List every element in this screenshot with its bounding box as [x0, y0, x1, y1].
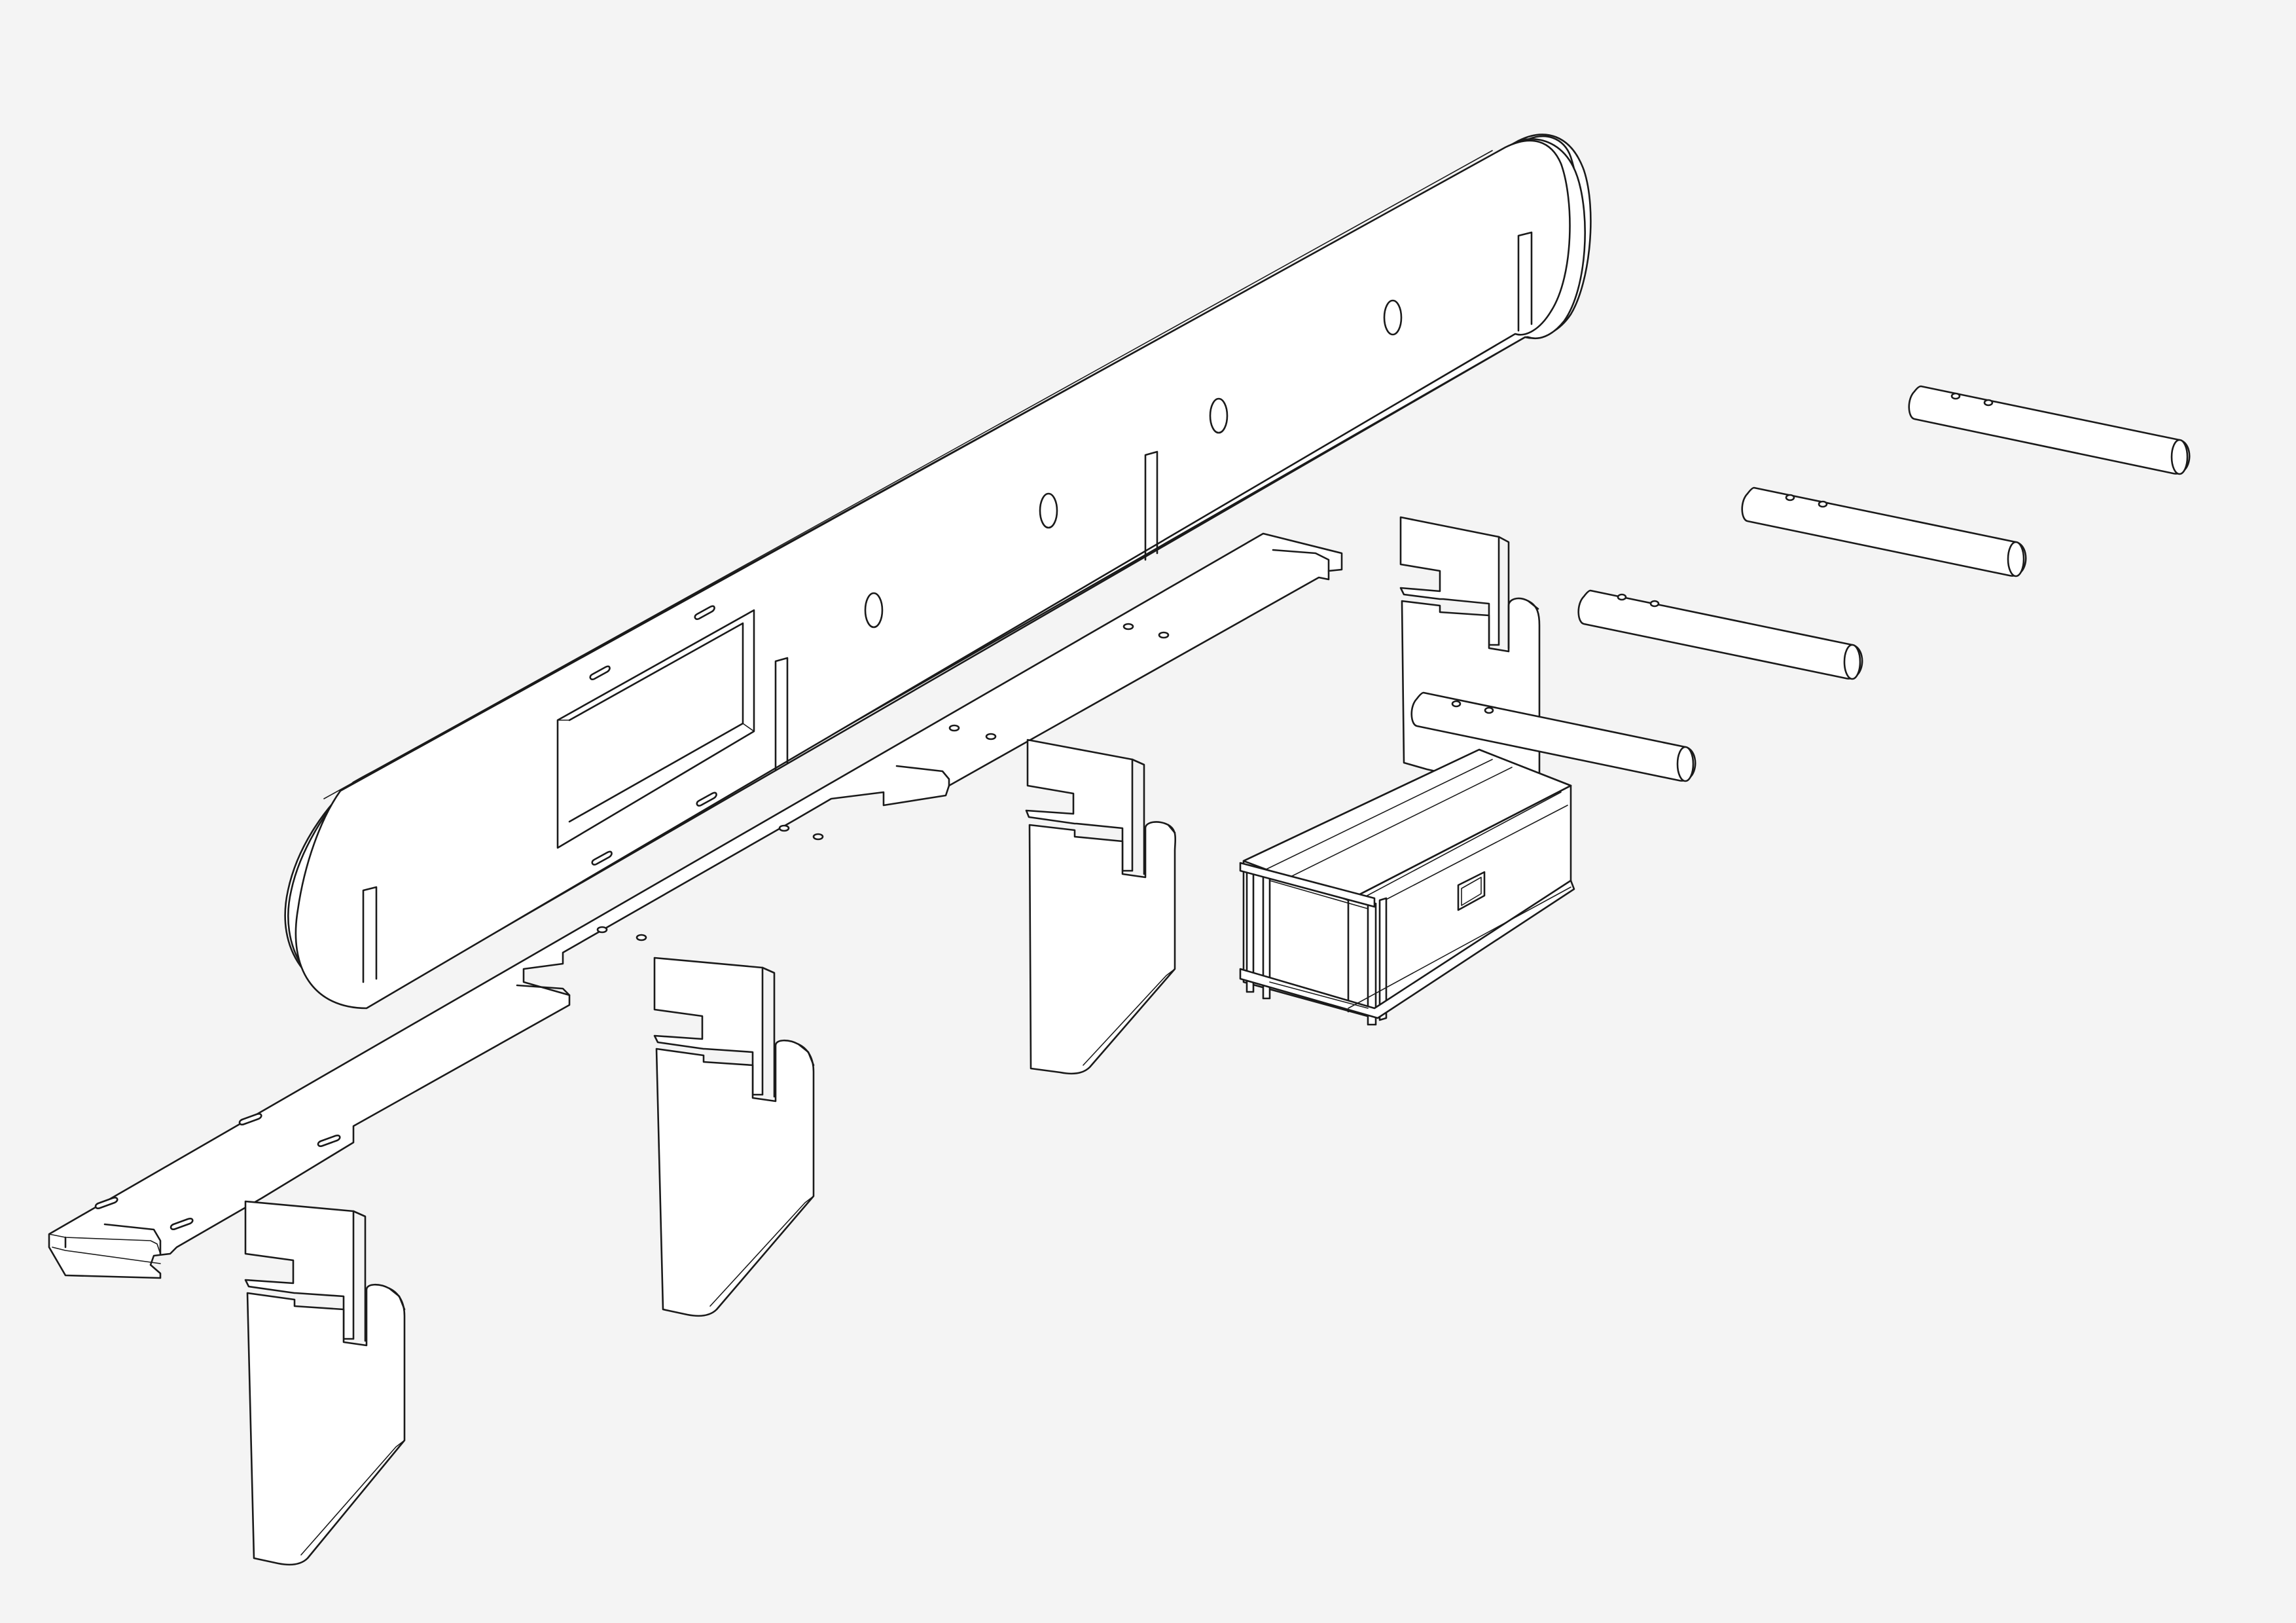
panel-hole-3 [1039, 492, 1058, 529]
panel-hole-4 [864, 592, 884, 629]
leg-bracket-2 [653, 957, 815, 1317]
long-back-panel [284, 134, 1592, 1010]
dowel-pin-1 [1908, 385, 2191, 475]
dowel-pin-2 [1741, 486, 2027, 577]
panel-hole-2 [1209, 397, 1229, 434]
drawer-box [1239, 748, 1575, 1026]
panel-hole-1 [1383, 299, 1403, 336]
panel-window-cutout [556, 609, 755, 849]
leg-bracket-1 [244, 1200, 406, 1566]
leg-bracket-3 [1025, 739, 1177, 1075]
long-rail [48, 532, 1343, 1279]
dowel-pin-3 [1577, 589, 1863, 680]
dowel-pin-4 [1410, 691, 1696, 782]
